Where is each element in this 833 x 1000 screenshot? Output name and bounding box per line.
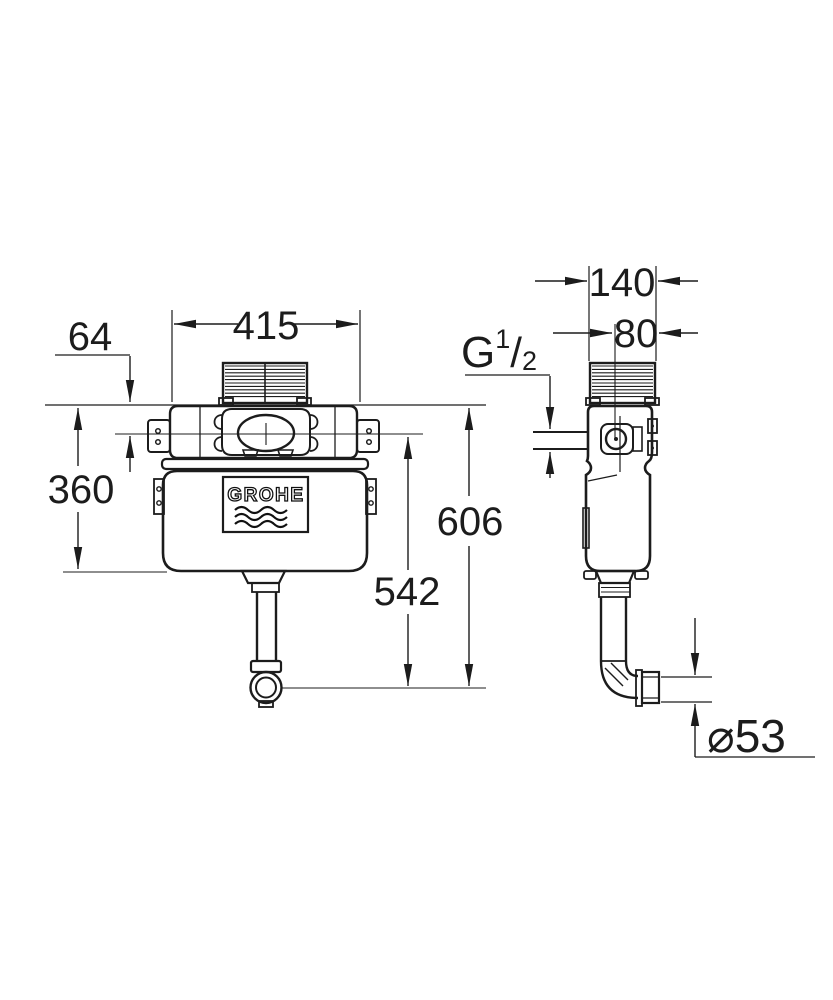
upper-bracket-left: [147, 419, 171, 453]
tank-bracket-left: [153, 478, 165, 515]
dimension-height-360: 360: [48, 408, 115, 569]
thread-connector-front: [218, 361, 312, 406]
inlet-port-circle: [604, 427, 628, 451]
reference-lines: [45, 266, 712, 703]
dim-label-g12: G1/2: [461, 324, 537, 377]
dim-label-415: 415: [233, 304, 300, 348]
dimension-inlet-80: 80: [553, 312, 698, 356]
grohe-logo-text: GROHE: [227, 485, 304, 506]
grohe-logo-waves: [234, 505, 288, 529]
front-rail-tab: [582, 507, 590, 549]
dim-label-53: ⌀53: [707, 710, 786, 762]
flush-valve-housing: [168, 404, 359, 460]
outlet-circle-inner: [255, 676, 277, 699]
side-view: [533, 361, 661, 707]
dimension-606: 606: [437, 408, 504, 686]
dimension-542: 542: [374, 437, 441, 686]
dimension-depth-140: 140: [535, 261, 698, 305]
dim-label-140: 140: [589, 261, 656, 305]
water-inlet-side: [533, 423, 643, 455]
dim-label-360: 360: [48, 468, 115, 512]
bracket-profile-side: [647, 418, 658, 456]
dimension-offset-64: 64: [55, 315, 135, 472]
dim-label-606: 606: [437, 500, 504, 544]
thread-connector-side: [585, 361, 660, 406]
front-view: GROHE: [147, 361, 380, 708]
dimension-width-415: 415: [174, 304, 358, 348]
outlet-assembly-side: [583, 569, 661, 707]
outlet-circle-outer: [249, 670, 283, 705]
dimension-thread-g12: G1/2: [461, 324, 555, 478]
outlet-assembly-front: [240, 569, 287, 708]
dim-label-80: 80: [614, 312, 659, 356]
grohe-logo-plate: GROHE: [221, 475, 310, 534]
tank-lid-band: [160, 457, 370, 471]
tank-bracket-right: [365, 478, 377, 515]
flush-valve-seat: [236, 413, 296, 453]
upper-bracket-right: [356, 419, 380, 453]
dimension-outlet-53: ⌀53: [690, 618, 815, 762]
dim-label-64: 64: [68, 315, 113, 359]
dim-label-542: 542: [374, 570, 441, 614]
